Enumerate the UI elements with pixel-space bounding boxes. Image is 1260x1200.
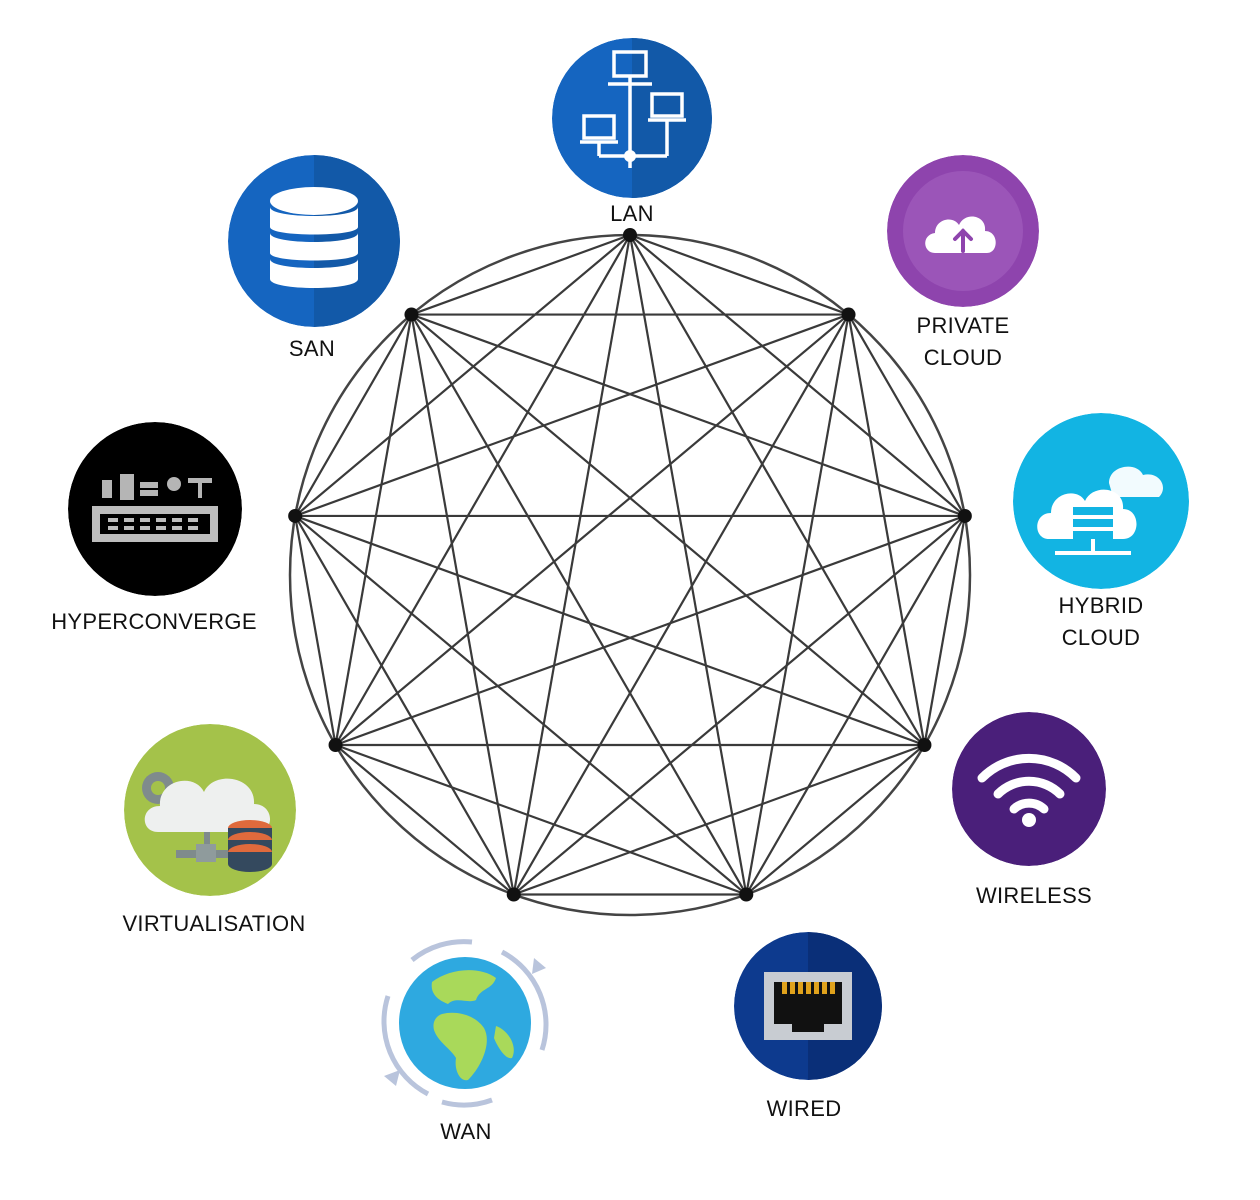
private-cloud-label-line1: PRIVATE [916, 313, 1010, 338]
mesh-edge [334, 744, 515, 896]
wifi-icon [952, 712, 1106, 866]
mesh-edge [512, 313, 850, 896]
san-badge [228, 155, 400, 327]
virtualisation-badge [124, 724, 296, 896]
mesh-vertex [506, 887, 521, 902]
mesh-vertices [288, 228, 972, 902]
mesh-edge [294, 515, 747, 896]
wired-label: WIRED [766, 1096, 842, 1121]
mesh-vertex [957, 508, 972, 523]
wired-badge [734, 932, 882, 1080]
mesh-edge [847, 314, 926, 746]
mesh-edge [411, 233, 631, 316]
mesh-edge [294, 515, 515, 896]
mesh-edge [847, 313, 966, 517]
wireless-badge [952, 712, 1106, 866]
mesh-edge [629, 233, 849, 316]
mesh-edge [294, 515, 337, 746]
cloud-upload-icon [887, 155, 1039, 307]
mesh-vertex [288, 508, 303, 523]
mesh-edge [923, 515, 966, 746]
hybrid-cloud-label-line2: CLOUD [1061, 625, 1141, 650]
mesh-edge [294, 234, 631, 517]
mesh-edges [294, 233, 966, 896]
mesh-vertex [328, 738, 343, 752]
mesh-edge [513, 515, 966, 896]
mesh-edge [745, 515, 966, 896]
san-label: SAN [288, 336, 336, 361]
wireless-label: WIRELESS [975, 883, 1093, 908]
globe-sync-icon [381, 939, 549, 1108]
virtualisation-label: VIRTUALISATION [122, 911, 306, 936]
mesh-edge [628, 234, 748, 895]
private-cloud-label: PRIVATE CLOUD [903, 310, 1023, 374]
mesh-vertex [841, 307, 856, 322]
lan-label: LAN [610, 201, 654, 226]
cloud-server-icon [1013, 413, 1189, 589]
mesh-edge [513, 743, 925, 896]
mesh-edge [335, 743, 747, 896]
database-icon [228, 155, 400, 327]
mesh-edge [745, 744, 926, 896]
mesh-edge [745, 314, 850, 895]
mesh-edge [294, 514, 925, 747]
mesh-edge [411, 313, 966, 517]
private-cloud-badge [887, 155, 1039, 307]
wan-badge [372, 930, 558, 1116]
lan-badge [552, 38, 712, 198]
wan-label: WAN [440, 1119, 492, 1144]
server-rack-icon [68, 422, 242, 596]
ethernet-port-icon [734, 932, 882, 1080]
mesh-edge [629, 234, 926, 746]
mesh-edge [410, 314, 515, 895]
hyperconverge-label: HYPERCONVERGE [51, 609, 257, 634]
private-cloud-label-line2: CLOUD [923, 345, 1003, 370]
mesh-vertex [623, 228, 637, 242]
mesh-vertex [404, 307, 419, 322]
mesh-edge [334, 313, 850, 746]
hybrid-cloud-badge [1013, 413, 1189, 589]
mesh-edge [334, 234, 631, 746]
mesh-edge [294, 313, 413, 517]
mesh-outer-ring [288, 233, 972, 917]
mesh-vertex [739, 887, 754, 902]
hyperconverge-badge [68, 422, 242, 596]
mesh-edge [410, 313, 748, 896]
mesh-edge [294, 313, 849, 517]
mesh-edge [629, 234, 966, 517]
hybrid-cloud-label-line1: HYBRID [1058, 593, 1144, 618]
cloud-database-icon [124, 724, 296, 896]
mesh-edge [334, 314, 413, 746]
mesh-edge [410, 313, 926, 746]
mesh-edge [512, 234, 632, 895]
mesh-edge [335, 514, 966, 747]
lan-network-icon [552, 38, 712, 198]
mesh-vertex [917, 738, 932, 752]
hybrid-cloud-label: HYBRID CLOUD [1041, 590, 1161, 654]
